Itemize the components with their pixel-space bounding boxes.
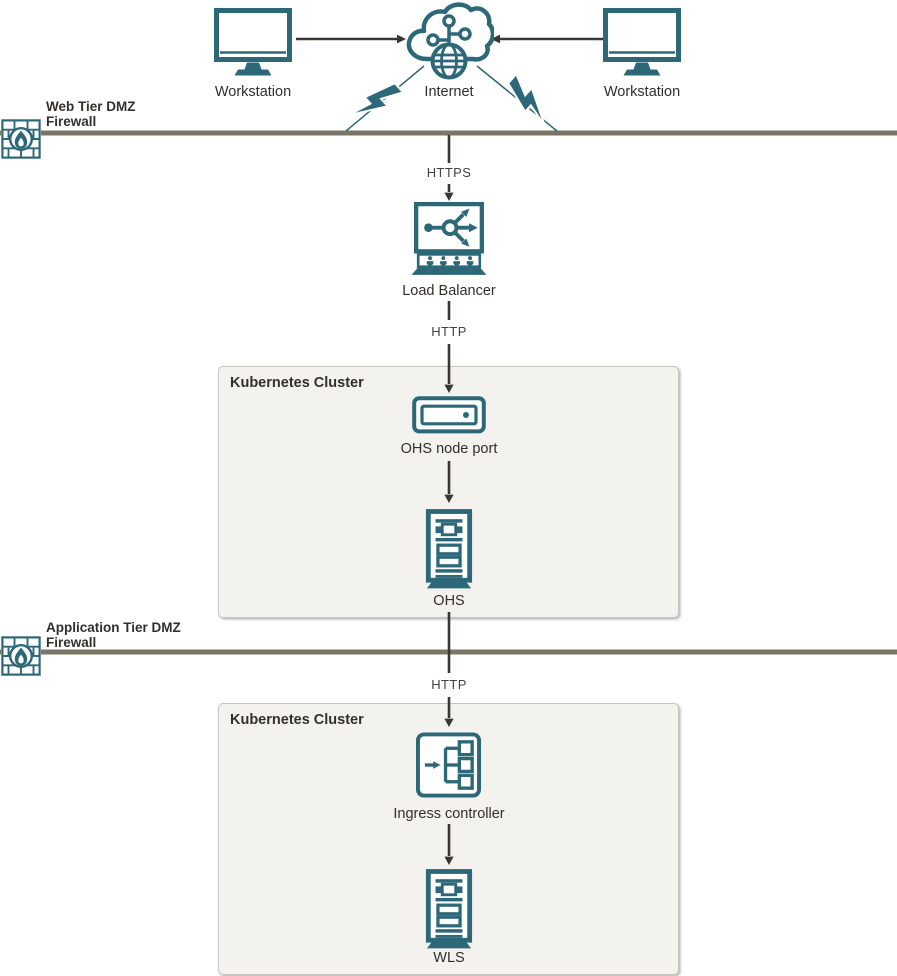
workstation-left-label: Workstation bbox=[214, 84, 292, 100]
http-bottom-label: HTTP bbox=[431, 677, 467, 692]
connector-loadbalancer-to-nodeport bbox=[444, 301, 454, 393]
connector-ingress-to-wls bbox=[444, 824, 454, 865]
cluster-title-top: Kubernetes Cluster bbox=[230, 375, 364, 391]
arrow-workstation-left-to-internet bbox=[296, 34, 406, 44]
wls-label: WLS bbox=[433, 950, 465, 966]
ohs-label: OHS bbox=[433, 593, 465, 609]
load-balancer-icon bbox=[411, 201, 487, 275]
web-tier-firewall-label: Web Tier DMZ Firewall bbox=[46, 99, 136, 129]
lightning-bolt-right bbox=[476, 65, 558, 132]
ohs-node-port-icon bbox=[412, 396, 486, 434]
cluster-title-bottom: Kubernetes Cluster bbox=[230, 712, 364, 728]
firewall-icon-web-tier bbox=[1, 119, 41, 159]
load-balancer-label: Load Balancer bbox=[402, 283, 496, 299]
ohs-server-icon bbox=[425, 509, 473, 589]
wls-server-icon bbox=[425, 869, 473, 949]
app-tier-firewall-label: Application Tier DMZ Firewall bbox=[46, 620, 181, 650]
https-label: HTTPS bbox=[426, 165, 472, 180]
connector-ohs-to-ingress bbox=[444, 612, 454, 727]
connector-internet-to-loadbalancer bbox=[444, 135, 454, 201]
workstation-right-label: Workstation bbox=[603, 84, 681, 100]
web-tier-firewall-line bbox=[0, 130, 897, 136]
workstation-icon-left bbox=[214, 8, 292, 76]
ohs-node-port-label: OHS node port bbox=[400, 441, 498, 457]
firewall-icon-app-tier bbox=[1, 636, 41, 676]
internet-label: Internet bbox=[424, 84, 474, 100]
connector-nodeport-to-ohs bbox=[444, 461, 454, 503]
lightning-bolt-left bbox=[345, 65, 425, 132]
ingress-controller-label: Ingress controller bbox=[393, 806, 505, 822]
arrow-workstation-right-to-internet bbox=[491, 34, 603, 44]
workstation-icon-right bbox=[603, 8, 681, 76]
internet-cloud-icon bbox=[406, 2, 494, 80]
ingress-controller-icon bbox=[415, 732, 482, 798]
http-top-label: HTTP bbox=[431, 324, 467, 339]
